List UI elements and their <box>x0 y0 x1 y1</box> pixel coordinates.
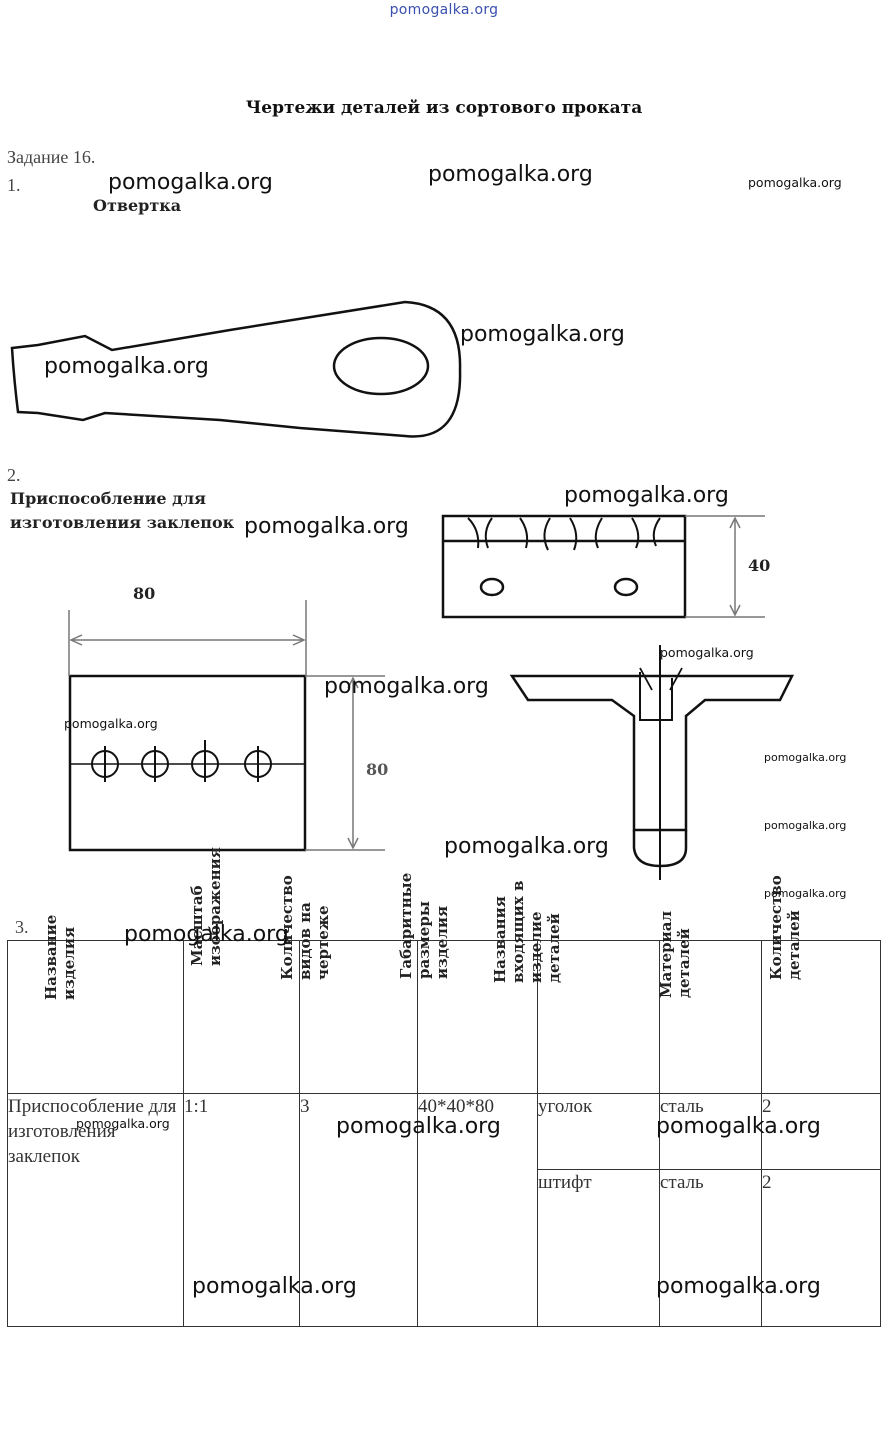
watermark: pomogalka.org <box>656 1274 821 1299</box>
watermark: pomogalka.org <box>748 175 842 190</box>
watermark: pomogalka.org <box>192 1274 357 1299</box>
item-2-caption-line1: Приспособление для <box>10 489 206 508</box>
task-label: Задание 16. <box>7 147 96 167</box>
table-row: Приспособление для изготовления заклепок… <box>7 1093 881 1327</box>
watermark: pomogalka.org <box>656 1114 821 1139</box>
rivet-drawing <box>509 645 795 880</box>
watermark: pomogalka.org <box>324 674 489 699</box>
watermark: pomogalka.org <box>764 819 847 832</box>
screwdriver-drawing <box>10 300 462 438</box>
header-size: Габаритные размеры изделия <box>397 872 538 1094</box>
item-1-caption: Отвертка <box>93 196 182 215</box>
page-title: Чертежи деталей из сортового проката <box>245 98 643 118</box>
specification-table: Название изделия Масштаб изображения Кол… <box>7 847 881 1327</box>
item-2-number: 2. <box>7 465 21 485</box>
fixture-side-view <box>441 514 687 619</box>
table-row: штифт сталь 2 <box>8 1169 881 1327</box>
fixture-front-view <box>68 674 307 852</box>
header-views: Количество видов на чертеже <box>278 876 418 1094</box>
watermark: pomogalka.org <box>124 922 289 947</box>
item-1-number: 1. <box>7 175 21 195</box>
dimension-80-horizontal <box>68 600 307 676</box>
dimension-width-label: 80 <box>133 584 156 603</box>
watermark: pomogalka.org <box>336 1114 501 1139</box>
watermark: pomogalka.org <box>660 645 754 660</box>
watermark: pomogalka.org <box>44 354 209 379</box>
cell-size: 40*40*80 <box>417 1093 538 1327</box>
item-3-number: 3. <box>15 917 29 937</box>
watermark: pomogalka.org <box>764 751 847 764</box>
watermark: pomogalka.org <box>108 170 273 195</box>
watermark: pomogalka.org <box>460 322 625 347</box>
header-quantity: Количество деталей <box>761 876 881 1094</box>
watermark: pomogalka.org <box>444 834 609 859</box>
cell-views: 3 <box>299 1093 418 1327</box>
cell-part-name: уголок <box>537 1093 660 1170</box>
site-watermark-top[interactable]: pomogalka.org <box>389 2 499 18</box>
watermark: pomogalka.org <box>428 162 593 187</box>
watermark: pomogalka.org <box>64 716 158 731</box>
header-material: Материал деталей <box>657 911 762 1094</box>
dimension-40-lines <box>685 515 765 618</box>
dimension-80-vertical <box>305 675 385 851</box>
dimension-height-front-label: 80 <box>366 760 389 779</box>
cell-part-name: штифт <box>537 1169 660 1327</box>
watermark: pomogalka.org <box>244 514 409 539</box>
item-2-caption-line2: изготовления заклепок <box>10 513 235 532</box>
cell-part-qty: 2 <box>761 1169 881 1327</box>
header-scale: Масштаб изображения <box>183 847 300 1094</box>
cell-part-qty: 2 <box>761 1093 881 1170</box>
watermark: pomogalka.org <box>76 1116 170 1131</box>
table-header-row: Название изделия Масштаб изображения Кол… <box>7 847 881 1094</box>
dimension-height-top-label: 40 <box>748 556 771 575</box>
cell-part-material: сталь <box>659 1093 762 1170</box>
watermark: pomogalka.org <box>764 887 847 900</box>
cell-product-name: Приспособление для изготовления заклепок <box>7 1093 184 1327</box>
header-part-names: Названия входящих в изделие деталей <box>491 880 660 1094</box>
cell-part-material: сталь <box>659 1169 762 1327</box>
header-product-name: Название изделия <box>7 914 184 1094</box>
watermark: pomogalka.org <box>564 483 729 508</box>
